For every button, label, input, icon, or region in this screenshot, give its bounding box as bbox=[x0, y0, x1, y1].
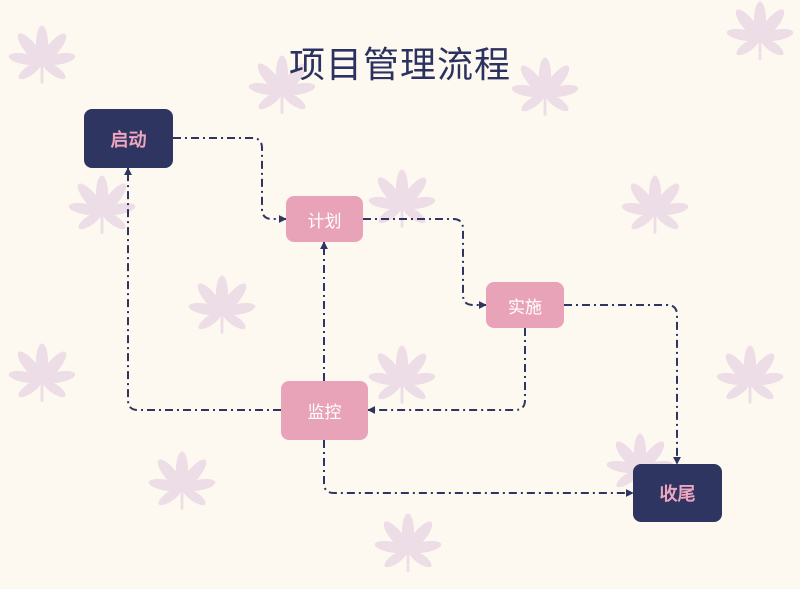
node-start[interactable]: 启动 bbox=[84, 109, 173, 168]
node-monitor[interactable]: 监控 bbox=[281, 381, 368, 440]
diagram-title: 项目管理流程 bbox=[288, 45, 511, 86]
node-exec[interactable]: 实施 bbox=[486, 282, 564, 328]
edge-plan-to-exec bbox=[363, 218, 487, 309]
edge-monitor-to-close bbox=[323, 440, 634, 497]
edge-exec-to-close bbox=[564, 304, 681, 465]
edge-start-to-plan bbox=[173, 137, 287, 223]
node-close[interactable]: 收尾 bbox=[633, 464, 722, 522]
edge-exec-to-monitor bbox=[367, 328, 526, 414]
edge-monitor-to-start bbox=[124, 167, 281, 411]
node-plan[interactable]: 计划 bbox=[286, 196, 363, 242]
